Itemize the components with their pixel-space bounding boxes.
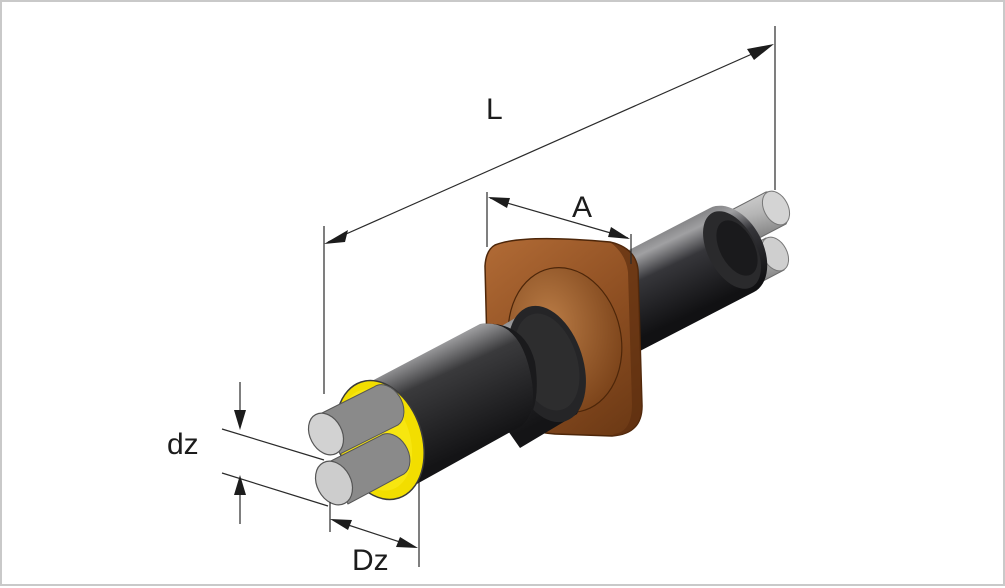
dimension-outer-diameter: Dz [329, 480, 420, 577]
anchor-dimension-line [489, 197, 629, 239]
dz-extension-top [221, 428, 325, 461]
Dz-arrow-left [330, 519, 352, 530]
right-jacket [602, 205, 768, 352]
anchor-label: A [572, 191, 592, 224]
dz-arrow-top [234, 410, 246, 430]
anchor-arrow-left [488, 197, 510, 208]
dimension-anchor: A [486, 191, 632, 264]
Dz-label: Dz [352, 544, 389, 577]
dz-label: dz [167, 428, 199, 461]
length-dimension-line [327, 45, 771, 243]
length-arrow-right [747, 44, 774, 60]
dimension-length: L [323, 26, 776, 394]
anchor-arrow-right [608, 227, 630, 239]
front-steel-pipes [307, 384, 411, 506]
dz-arrow-bottom [234, 475, 246, 495]
length-label: L [486, 93, 503, 126]
Dz-arrow-right [396, 537, 418, 548]
dimension-inner-diameter: dz [167, 382, 329, 524]
length-arrow-left [324, 230, 348, 244]
